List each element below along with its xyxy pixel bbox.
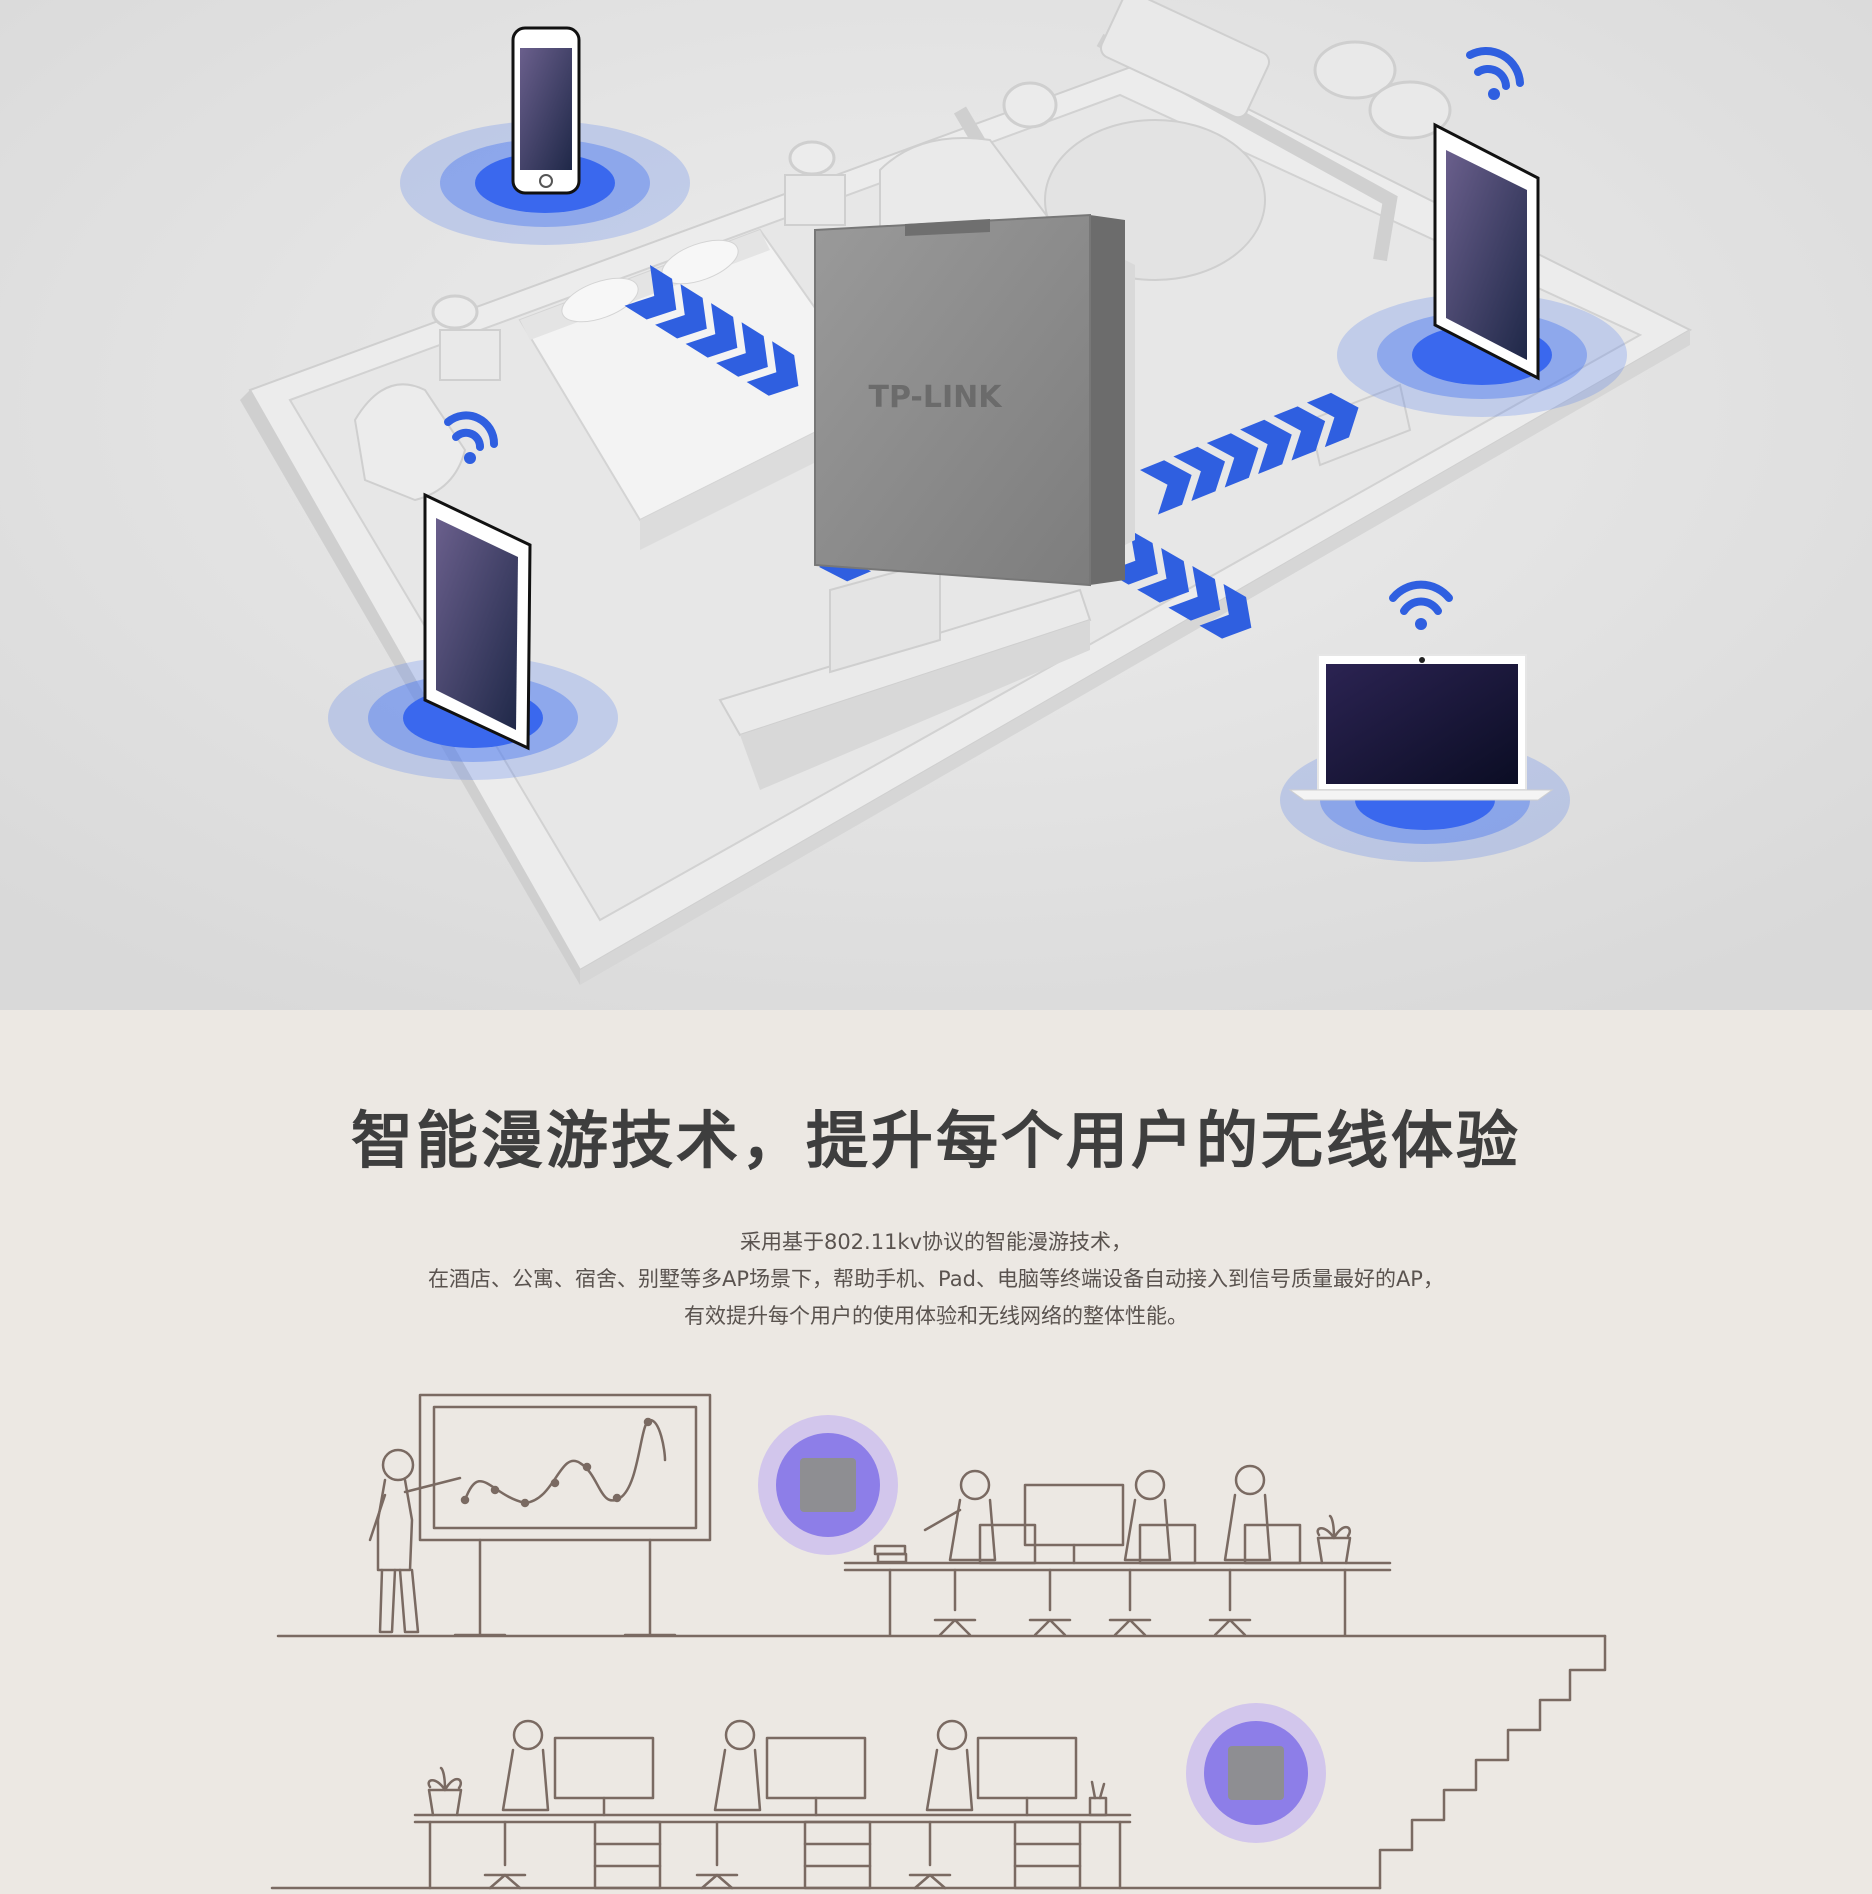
staircase [1378, 1634, 1607, 1890]
tablet-device-left [328, 411, 618, 780]
wifi-icon [1389, 580, 1453, 630]
section-description: 采用基于802.11kv协议的智能漫游技术， 在酒店、公寓、宿舍、别墅等多AP场… [0, 1224, 1872, 1335]
ap-device-icon [758, 1415, 898, 1555]
upper-desk-row [843, 1464, 1392, 1637]
ap-device-icon [1186, 1703, 1326, 1843]
tablet-device-right [1337, 47, 1627, 417]
hero-illustration: TP-LINK [0, 0, 1872, 1010]
office-illustration [0, 1380, 1872, 1890]
section-heading: 智能漫游技术，提升每个用户的无线体验 [350, 1104, 1521, 1177]
laptop-device [1280, 580, 1570, 862]
whiteboard [418, 1393, 712, 1637]
ap-brand-label: TP-LINK [868, 380, 1003, 415]
wifi-icon [1466, 47, 1524, 100]
phone-device [400, 26, 690, 245]
phone-icon [511, 26, 581, 195]
tablet-icon [1433, 122, 1540, 381]
ap-device-icon: TP-LINK [814, 213, 1135, 587]
description-line-1: 采用基于802.11kv协议的智能漫游技术， [739, 1230, 1133, 1254]
presenter-figure [368, 1448, 462, 1634]
wifi-icon [444, 411, 499, 464]
description-line-3: 有效提升每个用户的使用体验和无线网络的整体性能。 [684, 1304, 1188, 1328]
description-line-2: 在酒店、公寓、宿舍、别墅等多AP场景下，帮助手机、Pad、电脑等终端设备自动接入… [428, 1267, 1444, 1291]
laptop-icon [1288, 654, 1554, 801]
lower-desk-row [413, 1719, 1132, 1890]
tablet-icon [423, 492, 532, 751]
